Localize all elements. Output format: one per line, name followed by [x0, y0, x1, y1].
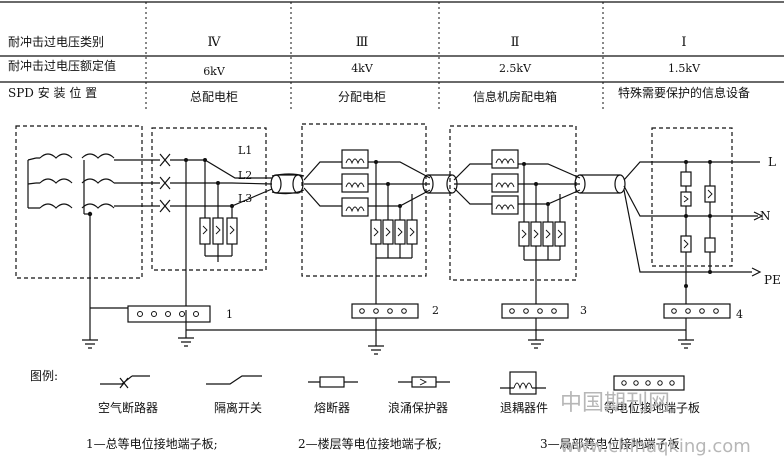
- ground-icon: [368, 345, 384, 355]
- phase-label: L3: [238, 192, 252, 205]
- surge-protector-icon: [199, 217, 211, 245]
- air-breaker-icon: [159, 199, 171, 213]
- footnotes: 1—总等电位接地端子板; 2—楼层等电位接地端子板; 3—局部等电位接地端子板: [86, 436, 680, 451]
- legend-label: 熔断器: [314, 400, 350, 415]
- rating-cell: 4kV: [351, 62, 374, 75]
- terminal-board-4: [663, 303, 731, 319]
- terminal-board-3: [501, 303, 569, 319]
- air-breaker-icon: [159, 176, 171, 190]
- surge-protector-icon: [382, 219, 394, 245]
- coil-icon: [81, 153, 115, 159]
- location-cell: 信息机房配电箱: [473, 89, 557, 104]
- sub-distribution-cabinet: [301, 123, 431, 304]
- coil-icon: [39, 178, 73, 184]
- row-label-rating: 耐冲击过电压额定值: [8, 58, 116, 73]
- watermark: 中国期刊网 www.chinaqking.com: [560, 391, 751, 457]
- legend: 图例: 空气断路器 隔离开关 熔断器 浪涌保护器 退耦器件 等电位接地端子板: [30, 369, 700, 415]
- ground-icon: [528, 339, 544, 349]
- output-label-n: N: [760, 209, 771, 223]
- footnote: 1—总等电位接地端子板;: [86, 436, 218, 451]
- output-label-l: L: [768, 155, 776, 169]
- ground-icon: [178, 337, 194, 347]
- transformer: [15, 125, 143, 322]
- surge-protector-icon: [704, 237, 716, 253]
- location-cell: 特殊需要保护的信息设备: [618, 85, 750, 100]
- category-cell: Ⅱ: [511, 35, 520, 50]
- location-cell: 总配电柜: [190, 90, 238, 104]
- ground-icon: [82, 339, 98, 349]
- arrow-icon: [753, 211, 764, 221]
- terminal-number: 1: [226, 308, 233, 321]
- footnote: 2—楼层等电位接地端子板;: [298, 436, 442, 451]
- earthing-system: 1 2 3 4: [82, 303, 743, 355]
- legend-title: 图例:: [30, 369, 58, 383]
- watermark-cn: 中国期刊网: [560, 391, 670, 416]
- cable-bundle: [422, 174, 458, 194]
- legend-label: 隔离开关: [214, 400, 262, 415]
- surge-protector-icon: [406, 219, 418, 245]
- main-distribution-cabinet: L1 L2 L3: [114, 127, 273, 310]
- terminal-number: 4: [736, 308, 743, 321]
- row-label-location: SPD 安 装 位 置: [8, 85, 97, 100]
- legend-label: 等电位接地端子板: [604, 400, 700, 415]
- air-breaker-icon: [159, 153, 171, 167]
- coil-icon: [81, 203, 115, 209]
- sensitive-equipment: L N PE: [623, 127, 781, 304]
- rating-cell: 2.5kV: [499, 62, 532, 75]
- rating-cell: 1.5kV: [668, 62, 701, 75]
- terminal-board-2: [351, 303, 419, 319]
- header-table: 耐冲击过电压类别 耐冲击过电压额定值 SPD 安 装 位 置 Ⅳ Ⅲ Ⅱ Ⅰ 6…: [0, 1, 784, 112]
- surge-protector-icon: [680, 235, 692, 253]
- surge-protector-icon: [212, 217, 224, 245]
- footnote: 3—局部等电位接地端子板: [540, 436, 680, 451]
- coil-icon: [39, 153, 73, 159]
- legend-label: 空气断路器: [98, 400, 158, 415]
- isolating-switch-icon: [206, 375, 262, 385]
- terminal-number: 2: [432, 304, 439, 317]
- cable-bundle: [574, 174, 626, 194]
- arrow-icon: [751, 267, 762, 277]
- surge-protector-icon: [226, 217, 238, 245]
- ground-icon: [678, 339, 694, 349]
- surge-protector-icon: [704, 185, 716, 203]
- location-cell: 分配电柜: [338, 90, 386, 104]
- phase-label: L1: [238, 144, 252, 157]
- surge-protector-icon: [530, 221, 542, 247]
- cable-bundle: [270, 173, 305, 195]
- row-label-category: 耐冲击过电压类别: [8, 34, 104, 49]
- surge-protector-icon: [554, 221, 566, 247]
- it-room-distribution-box: [449, 125, 581, 304]
- surge-protector-icon: [680, 191, 692, 207]
- phase-label: L2: [238, 169, 252, 182]
- category-cell: Ⅳ: [208, 35, 222, 50]
- terminal-number: 3: [580, 304, 587, 317]
- surge-protector-icon: [542, 221, 554, 247]
- category-cell: Ⅲ: [356, 35, 369, 50]
- watermark-url: www.chinaqking.com: [560, 436, 751, 457]
- legend-label: 浪涌保护器: [388, 400, 448, 415]
- category-cell: Ⅰ: [681, 35, 686, 50]
- surge-protector-icon: [518, 221, 530, 247]
- output-label-pe: PE: [764, 273, 781, 287]
- fuse-icon: [680, 171, 692, 187]
- legend-label: 退耦器件: [500, 401, 548, 415]
- surge-protector-icon: [394, 219, 406, 245]
- surge-protector-icon: [370, 219, 382, 245]
- coil-icon: [81, 178, 115, 184]
- air-breaker-icon: [100, 375, 150, 389]
- rating-cell: 6kV: [203, 65, 226, 78]
- coil-icon: [39, 203, 73, 209]
